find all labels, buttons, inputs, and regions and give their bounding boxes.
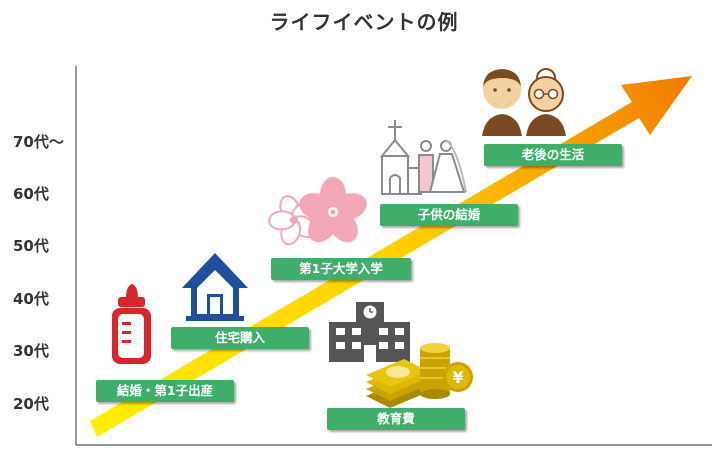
house-icon xyxy=(182,253,248,321)
svg-text:¥: ¥ xyxy=(452,368,463,387)
y-axis-label-30s: 30代 xyxy=(13,342,49,360)
event-badge-retirement: 老後の生活 xyxy=(484,144,622,166)
baby-bottle-icon xyxy=(112,284,151,364)
sakura-icon xyxy=(268,177,367,246)
page-title: ライフイベントの例 xyxy=(269,10,459,34)
church-wedding-icon xyxy=(379,120,467,195)
money-icon: ¥ xyxy=(366,343,473,408)
y-axis-label-70s: 70代〜 xyxy=(13,133,64,151)
event-badge-education: 教育費 xyxy=(327,408,465,430)
school-building-icon xyxy=(329,302,410,362)
event-badge-child-wedding: 子供の結婚 xyxy=(380,204,518,226)
axes xyxy=(75,66,712,446)
event-badge-university: 第1子大学入学 xyxy=(271,258,411,280)
event-badge-marriage: 結婚・第1子出産 xyxy=(96,380,234,402)
elderly-couple-icon xyxy=(482,68,566,136)
y-axis-label-20s: 20代 xyxy=(13,395,49,413)
event-badge-house: 住宅購入 xyxy=(171,327,309,349)
y-axis-label-60s: 60代 xyxy=(13,185,49,203)
y-axis-label-50s: 50代 xyxy=(13,237,49,255)
y-axis-label-40s: 40代 xyxy=(13,290,49,308)
